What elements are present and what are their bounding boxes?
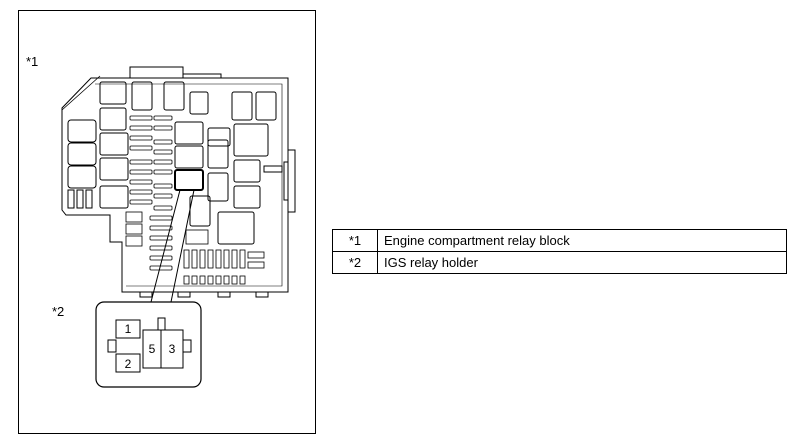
center-relays [174,121,283,245]
lower-fuse-box [125,211,265,285]
leader-line-left [150,189,181,303]
callout-1: *1 [26,54,39,69]
terminal-3-label: 3 [169,342,176,356]
legend-text: IGS relay holder [377,251,787,274]
top-relays [99,81,277,121]
legend-key: *1 [332,229,378,252]
legend-key: *2 [332,251,378,274]
diagram-frame [18,10,316,434]
relay-block-inner-edge [95,83,283,287]
terminal-2-pin [115,353,141,373]
terminal-1-label: 1 [125,322,132,336]
legend-table: *1 Engine compartment relay block *2 IGS… [332,229,787,274]
fuse-columns [129,115,173,271]
legend-text: Engine compartment relay block [377,229,787,252]
side-connector [283,149,296,213]
top-tabs [129,66,222,78]
terminal-1-pin [115,319,141,339]
terminal-5-label: 5 [149,342,156,356]
legend-row: *2 IGS relay holder [332,251,787,274]
left-relays [67,107,129,209]
legend-row: *1 Engine compartment relay block [332,229,787,252]
igs-relay-holder-detail [95,301,202,388]
callout-2: *2 [52,304,65,319]
terminal-2-label: 2 [125,357,132,371]
igs-relay-location [174,169,204,191]
relay-block-outline [61,77,289,293]
bottom-feet [139,291,269,298]
relay-terminal-pins [107,317,192,373]
leader-line-right [170,189,195,303]
